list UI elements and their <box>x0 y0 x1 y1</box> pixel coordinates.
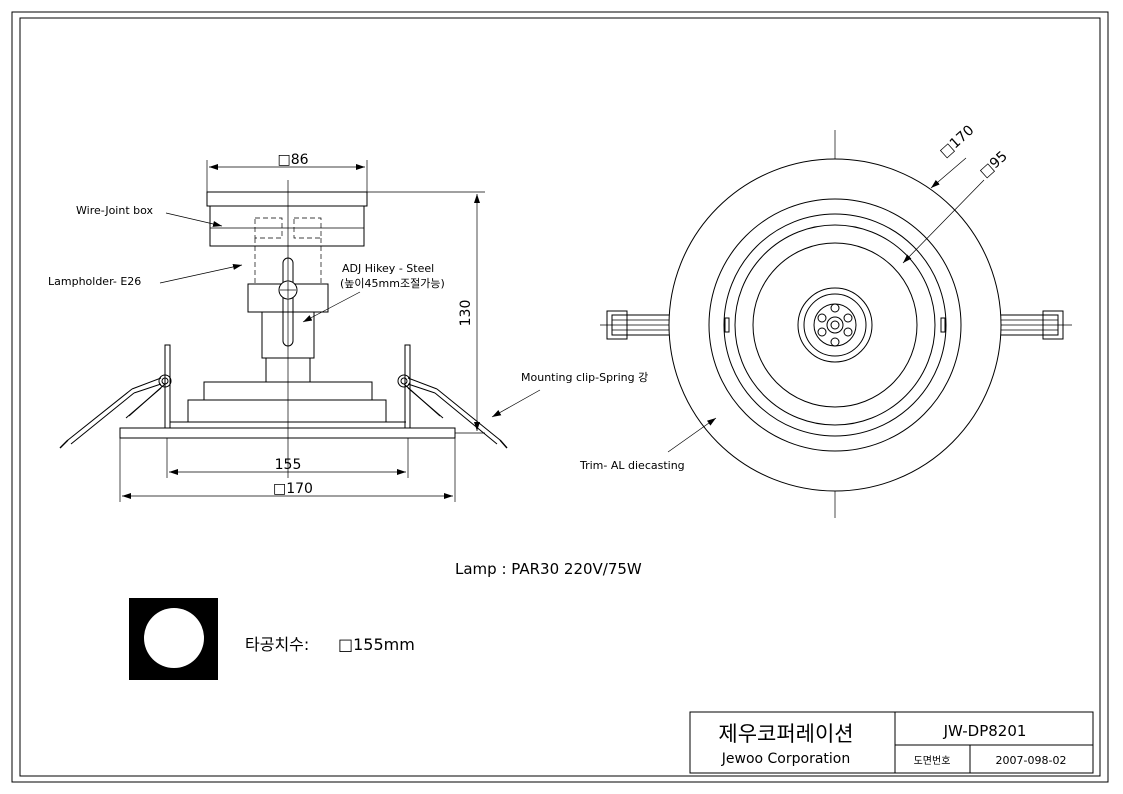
label-lampholder: Lampholder- E26 <box>48 275 141 288</box>
cutout-value: □155mm <box>338 635 415 654</box>
socket-outer <box>797 287 873 363</box>
bracket-right <box>293 217 322 239</box>
dim-front-inner-label: □95 <box>977 148 1011 181</box>
side-view: □86 130 155 □170 Wire-Joint box Lamphold… <box>48 152 648 502</box>
spring-right <box>397 374 411 388</box>
front-view: □170 □95 Trim- AL diecasting <box>579 122 1072 518</box>
dim-front-outer-label: □170 <box>937 122 977 161</box>
dim-outer-label: □170 <box>273 481 313 497</box>
inner-ring <box>734 224 936 426</box>
bracket-left <box>254 217 283 239</box>
drawing-border <box>19 17 1101 777</box>
wire-joint-box-top <box>206 191 368 207</box>
label-hikey-2: (높이45mm조절가능) <box>340 277 445 290</box>
label-wire-joint-box: Wire-Joint box <box>76 204 154 217</box>
cutout-label: 타공치수: <box>245 635 309 654</box>
drawing-no-label: 도면번호 <box>914 755 951 767</box>
hikey-slot <box>282 257 294 347</box>
model-number: JW-DP8201 <box>943 722 1027 740</box>
drawing-no: 2007-098-02 <box>996 754 1067 767</box>
trim-middle <box>187 399 387 423</box>
company-name-en: Jewoo Corporation <box>721 751 850 767</box>
dim-top-label: □86 <box>277 152 308 168</box>
wire-joint-box <box>209 205 365 247</box>
title-block: 제우코퍼레이션 Jewoo Corporation JW-DP8201 도면번호… <box>689 711 1094 774</box>
drawing-frame <box>11 11 1109 783</box>
trim-flange <box>119 427 456 439</box>
lamp-spec: Lamp : PAR30 220V/75W <box>455 560 642 578</box>
company-name-kr: 제우코퍼레이션 <box>718 722 853 746</box>
label-hikey-1: ADJ Hikey - Steel <box>342 262 434 275</box>
trim-outer-circle <box>668 158 1002 492</box>
dim-inner-label: 155 <box>275 457 302 473</box>
label-trim: Trim- AL diecasting <box>579 459 685 472</box>
dim-height-label: 130 <box>458 300 474 327</box>
spring-left <box>158 374 172 388</box>
label-mounting-clip: Mounting clip-Spring 강 <box>521 371 648 384</box>
